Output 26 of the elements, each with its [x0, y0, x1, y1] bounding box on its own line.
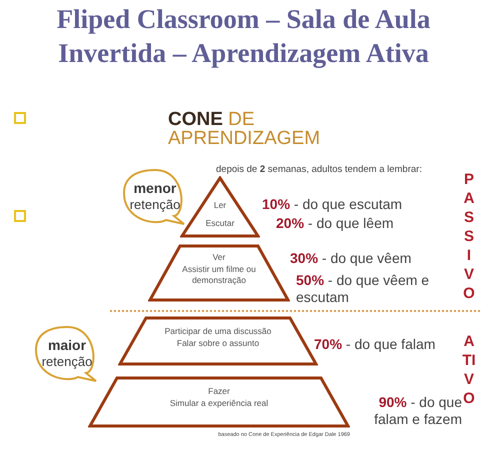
bubble-text: retenção — [40, 354, 94, 370]
tier-text: Ver — [212, 252, 226, 263]
tier-text: Escutar — [204, 218, 236, 229]
tier-text: Simular a experiência real — [168, 398, 270, 409]
bubble-text: retenção — [128, 197, 182, 213]
pyramid-tier — [148, 244, 290, 302]
retention-text: 30% - do que vêem — [290, 250, 412, 267]
slide-title: Fliped Classroom – Sala de Aula Invertida – Aprendizagem Ativa — [56, 3, 432, 70]
tier-text: Falar sobre o assunto — [176, 338, 260, 349]
retention-text: 50% - do que vêem e escutam — [296, 272, 430, 306]
pyramid-tip — [180, 176, 260, 238]
bubble-heading: maior — [46, 337, 88, 353]
tier-text: Assistir um filme ou demonstração — [181, 264, 257, 286]
side-label: PASSIVO — [462, 170, 476, 303]
retention-text: 10% - do que escutam — [262, 196, 404, 213]
pyramid-tier — [88, 376, 350, 428]
heading: CONE DE APRENDIZAGEM — [168, 110, 322, 148]
note-text: depois de 2 semanas, adultos tendem a lembrar: — [216, 164, 423, 175]
tier-text: Fazer — [207, 386, 231, 397]
tier-text: Ler — [212, 200, 228, 211]
bubble-heading: menor — [132, 180, 178, 196]
retention-text: 70% - do que falam — [314, 336, 436, 353]
tier-text: Participar de uma discussão — [164, 326, 272, 337]
retention-text: 90% - do que falam e fazem — [373, 394, 462, 428]
retention-text: 20% - do que lêem — [276, 215, 395, 232]
side-label: ATIVO — [462, 332, 476, 408]
